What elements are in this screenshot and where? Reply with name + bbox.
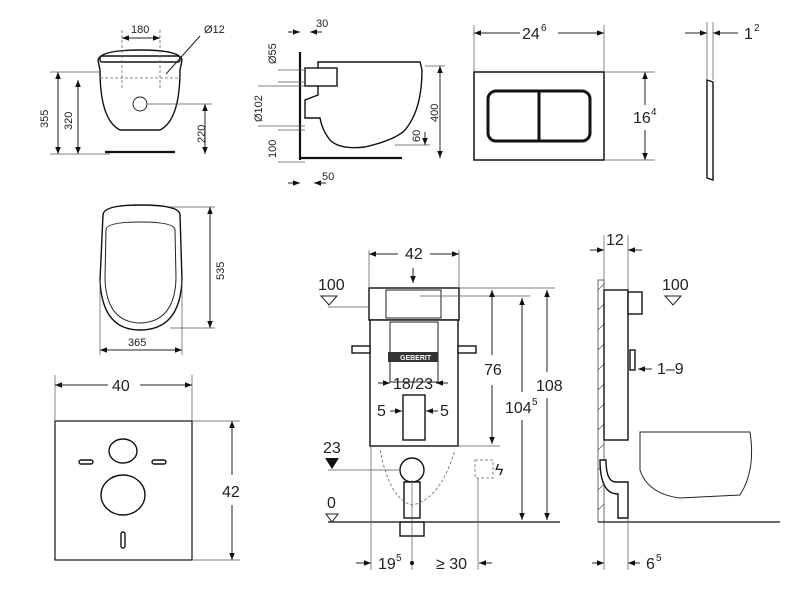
brand-label: GEBERIT bbox=[400, 355, 432, 362]
dim-bottom-offset: 6 bbox=[646, 556, 655, 573]
dim-offset-right: ≥ 30 bbox=[436, 556, 467, 573]
dim-seat-length: 535 bbox=[215, 262, 227, 280]
toilet-top-view: 535 365 bbox=[99, 204, 227, 355]
dim-plate-depth-sup: 2 bbox=[754, 23, 760, 34]
electric-icon: ϟ bbox=[495, 462, 504, 479]
toilet-side-view: 30 Ø55 Ø102 100 400 60 50 bbox=[253, 18, 445, 186]
dim-plate-height: 16 bbox=[633, 110, 651, 127]
dim-bolt-left: 5 bbox=[377, 403, 386, 420]
dim-plate-width-sup: 6 bbox=[541, 23, 547, 34]
dim-height-total: 355 bbox=[39, 110, 51, 128]
sound-insulation-mat: 40 42 bbox=[54, 375, 240, 561]
dim-seat-width: 365 bbox=[128, 337, 146, 349]
dim-rim-drop: 60 bbox=[411, 130, 423, 142]
dim-height-bolts: 320 bbox=[63, 112, 75, 130]
dim-frame-width: 42 bbox=[405, 246, 423, 263]
dim-offset-left-sup: 5 bbox=[396, 553, 402, 564]
level-top-side: 100 bbox=[662, 277, 689, 294]
installation-frame-front: GEBERIT 42 100 18/23 5 5 23 0 ϟ 76 104 5… bbox=[318, 246, 563, 573]
dim-bottom-offset-sup: 5 bbox=[656, 553, 662, 564]
dim-height-outlet: 220 bbox=[196, 125, 208, 143]
toilet-front-view: 180 Ø12 355 320 220 bbox=[39, 24, 225, 155]
dim-h108: 108 bbox=[536, 378, 563, 395]
dim-hole-dia: Ø12 bbox=[204, 24, 225, 36]
dim-plate-depth: 1 bbox=[744, 26, 753, 43]
dim-inlet-dia: Ø55 bbox=[267, 43, 279, 64]
dim-offset-left: 19 bbox=[378, 556, 396, 573]
dim-wall-offset: 30 bbox=[316, 18, 328, 30]
dim-flush-range: 1–9 bbox=[657, 361, 684, 378]
dim-h104-sup: 5 bbox=[532, 397, 538, 408]
dim-frame-depth: 12 bbox=[606, 232, 624, 249]
dim-h76: 76 bbox=[484, 362, 502, 379]
dim-mat-width: 40 bbox=[112, 378, 130, 395]
dim-bowl-height: 400 bbox=[429, 104, 441, 122]
level-floor: 0 bbox=[327, 495, 336, 512]
dim-plate-height-sup: 4 bbox=[651, 107, 657, 118]
dim-inner-width: 18/23 bbox=[393, 376, 433, 393]
dim-floor-gap: 50 bbox=[322, 171, 334, 183]
installation-frame-side: 12 100 1–9 6 5 bbox=[590, 232, 780, 573]
dim-outlet-dia: Ø102 bbox=[253, 95, 265, 122]
dim-bolt-right: 5 bbox=[440, 403, 449, 420]
dim-width: 180 bbox=[131, 24, 149, 36]
flush-plate-front: 24 6 16 4 1 2 bbox=[473, 22, 760, 181]
dim-mat-height: 42 bbox=[222, 484, 240, 501]
level-inlet: 23 bbox=[323, 440, 341, 457]
dim-h104: 104 bbox=[505, 400, 532, 417]
level-top: 100 bbox=[318, 277, 345, 294]
dim-plate-width: 24 bbox=[522, 26, 540, 43]
dim-outlet-height: 100 bbox=[267, 140, 279, 158]
